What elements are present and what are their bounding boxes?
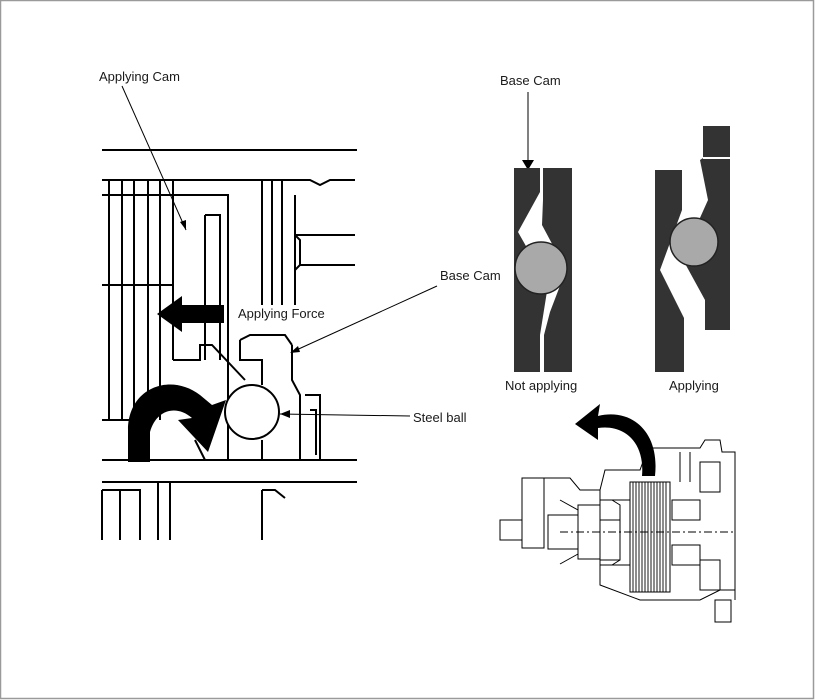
- steel-ball-label: Steel ball: [413, 410, 467, 425]
- applying-label: Applying: [669, 378, 719, 393]
- base-cam-label-left: Base Cam: [440, 268, 501, 283]
- steel-ball-applying: [669, 217, 719, 267]
- curved-pointer-arrow: [575, 404, 656, 476]
- cross-section-drawing: [101, 149, 357, 540]
- steel-ball-circle: [224, 384, 280, 440]
- leader-lines: [121, 85, 438, 417]
- base-cam-leader-arrowhead: [290, 346, 300, 353]
- applying-cam-leader-arrowhead: [180, 220, 186, 230]
- applying-force-label: Applying Force: [238, 306, 325, 321]
- cam-applying: [655, 126, 730, 372]
- applying-cam-label: Applying Cam: [99, 69, 180, 84]
- base-cam-label-top: Base Cam: [500, 73, 561, 88]
- not-applying-label: Not applying: [505, 378, 578, 393]
- rotation-arrow: [128, 384, 226, 462]
- base-cam-pointer-arrowhead: [522, 160, 534, 170]
- transfer-case-assembly: [499, 439, 736, 623]
- steel-ball-not-applying: [514, 241, 568, 295]
- applying-force-arrow: [157, 296, 222, 332]
- cam-not-applying: [514, 168, 572, 372]
- steel-ball-leader-arrowhead: [280, 410, 290, 418]
